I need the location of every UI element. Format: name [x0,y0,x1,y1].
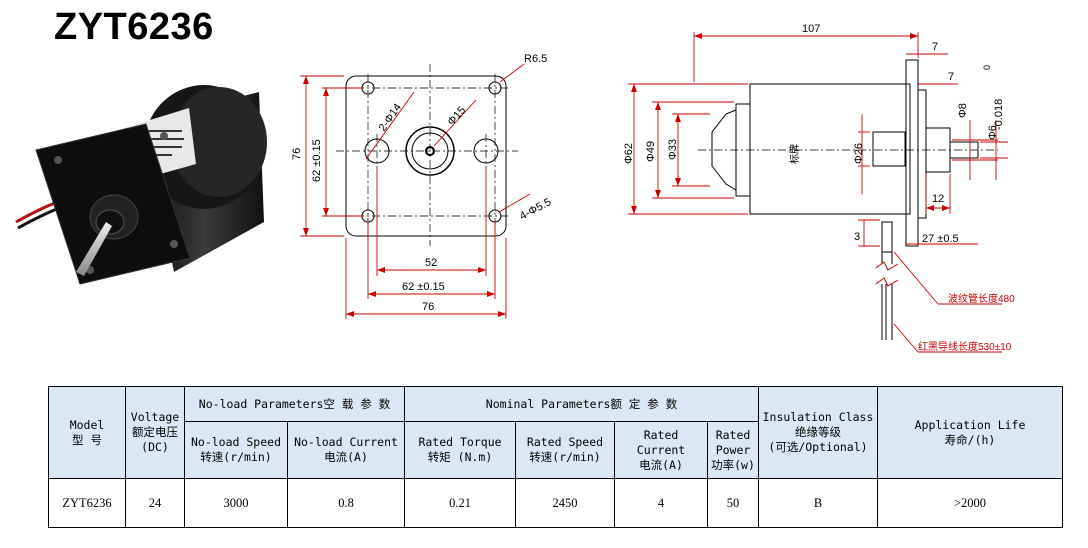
dim-76-horizontal: 76 [422,301,434,313]
cell-rated-torque: 0.21 [404,478,516,528]
cell-life: >2000 [877,478,1063,528]
dim-3: 3 [854,231,860,243]
cell-voltage: 24 [125,478,185,528]
dim-62-horizontal: 62 ±0.15 [402,281,445,293]
dim-4-phi55: 4-Φ5.5 [518,196,554,222]
side-view-drawing: 107 7 7 0 -0.018 Φ8 Φ6 Φ62 Φ49 Φ33 Φ26 1… [623,23,1015,353]
cell-insulation: B [758,478,878,528]
nameplate-label: 标牌 [788,144,801,164]
dim-52: 52 [425,257,437,269]
cell-rated-power: 50 [707,478,759,528]
dim-phi49: Φ49 [645,141,657,162]
dim-phi8: Φ8 [957,103,969,118]
dim-7-shaft: 7 [948,71,954,83]
dim-76-vertical: 76 [291,148,303,160]
cell-rated-speed: 2450 [515,478,615,528]
dim-tol-upper: 0 [982,65,992,70]
dim-tol-lower: -0.018 [993,99,1005,130]
dim-7-top: 7 [932,41,938,53]
header-noload: No-load Parameters空 载 参 数 [184,386,405,422]
cell-model: ZYT6236 [48,478,126,528]
header-nominal: Nominal Parameters额 定 参 数 [404,386,759,422]
dim-2-phi14: 2-Φ14 [377,102,404,134]
note-bellows-length: 波纹管长度480 [948,292,1015,305]
dim-phi62: Φ62 [623,143,635,164]
dim-27: 27 ±0.5 [922,233,959,245]
dim-62-vertical: 62 ±0.15 [311,139,323,182]
product-title: ZYT6236 [54,6,214,48]
cell-noload-current: 0.8 [287,478,405,528]
cell-noload-speed: 3000 [184,478,288,528]
dim-phi15: Φ15 [445,104,468,128]
dim-phi33: Φ33 [667,139,679,160]
dim-r65: R6.5 [524,53,547,65]
dim-107: 107 [802,23,820,35]
note-wire-length: 红黑导线长度530±10 [918,340,1012,353]
dim-phi6: Φ6 [987,125,999,140]
cell-rated-current: 4 [614,478,708,528]
front-view-drawing: R6.5 2-Φ14 Φ15 76 62 ±0.15 4-Φ5.5 52 62 … [291,53,553,319]
dim-12: 12 [932,193,944,205]
motor-photo [15,85,267,285]
dim-phi26: Φ26 [853,143,865,164]
